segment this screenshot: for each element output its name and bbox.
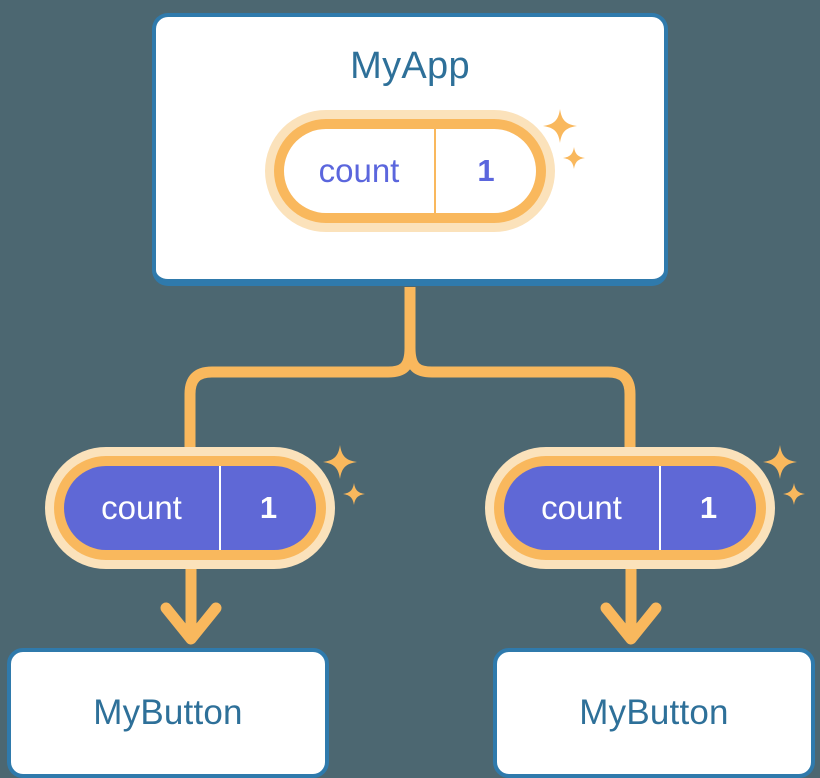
myapp-title: MyApp — [350, 45, 470, 87]
pill-divider — [659, 466, 661, 550]
pill-divider — [219, 466, 221, 550]
mybutton-card-right[interactable]: MyButton — [493, 648, 815, 778]
state-key: count — [318, 152, 400, 189]
pill-body: count 1 — [504, 466, 756, 550]
sparkle-small-icon — [562, 146, 586, 170]
pill-divider — [434, 129, 436, 213]
state-pill-child-left[interactable]: count 1 — [45, 447, 335, 569]
state-key: count — [541, 489, 622, 526]
branch-left — [184, 342, 416, 458]
sparkle-small-icon — [342, 482, 366, 506]
state-key: count — [101, 489, 182, 526]
mybutton-label: MyButton — [579, 693, 729, 732]
sparkle-large-icon — [542, 108, 578, 144]
state-pill-child-right[interactable]: count 1 — [485, 447, 775, 569]
pill-body: count 1 — [64, 466, 316, 550]
mybutton-label: MyButton — [93, 693, 243, 732]
pill-body: count 1 — [284, 129, 536, 213]
mybutton-card-left[interactable]: MyButton — [7, 648, 329, 778]
sparkle-small-icon — [782, 482, 806, 506]
state-value: 1 — [259, 490, 278, 525]
branch-right — [404, 342, 636, 458]
sparkle-large-icon — [762, 444, 798, 480]
state-value: 1 — [699, 490, 718, 525]
arrow-down-right — [600, 569, 662, 645]
arrow-down-left — [160, 569, 222, 645]
state-value: 1 — [477, 153, 495, 188]
state-pill-myapp[interactable]: count 1 — [265, 110, 555, 232]
sparkle-large-icon — [322, 444, 358, 480]
